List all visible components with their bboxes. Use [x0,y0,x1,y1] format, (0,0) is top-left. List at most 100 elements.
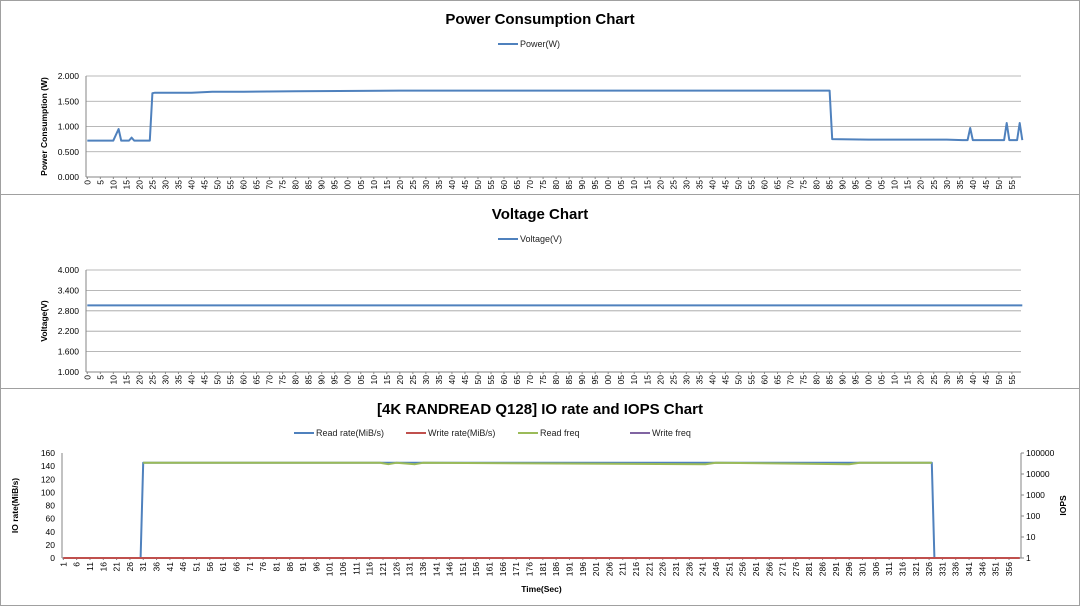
x-tick-label: 15 [903,375,913,385]
x-tick-label: 331 [937,562,947,576]
x-tick-label: 56 [205,562,215,572]
x-tick-label: 50 [213,375,223,385]
x-tick-label: 76 [258,562,268,572]
x-tick-label: 80 [812,180,822,190]
x-tick-label: 25 [408,375,418,385]
x-tick-label: 45 [460,180,470,190]
x-tick-label: 326 [924,562,934,576]
x-tick-label: 45 [981,375,991,385]
x-tick-label: 00 [603,375,613,385]
x-tick-label: 191 [564,562,574,576]
series-line [143,461,932,466]
x-tick-label: 35 [694,375,704,385]
x-tick-label: 05 [616,375,626,385]
x-tick-label: 55 [226,180,236,190]
x-tick-label: 15 [642,375,652,385]
x-tick-label: 20 [655,375,665,385]
x-tick-label: 296 [844,562,854,576]
x-tick-label: 211 [618,562,628,576]
x-tick-label: 96 [311,562,321,572]
x-tick-label: 65 [252,180,262,190]
x-tick-label: 10 [369,375,379,385]
x-tick-label: 00 [343,180,353,190]
x-axis-label: Time(Sec) [521,584,562,594]
legend-label: Write freq [652,428,691,438]
y-tick-label: 120 [41,474,55,484]
legend-label: Power(W) [520,39,560,49]
x-tick-label: 336 [951,562,961,576]
x-tick-label: 05 [616,180,626,190]
y-axis-label: IO rate(MiB/s) [10,478,20,533]
x-tick-label: 11 [85,562,95,571]
x-tick-label: 201 [591,562,601,576]
x-tick-label: 90 [838,375,848,385]
x-tick-label: 291 [831,562,841,576]
x-tick-label: 161 [485,562,495,576]
x-tick-label: 101 [325,562,335,576]
legend-label: Read rate(MiB/s) [316,428,384,438]
x-tick-label: 00 [864,375,874,385]
x-tick-label: 55 [226,375,236,385]
x-tick-label: 50 [473,375,483,385]
x-tick-label: 31 [138,562,148,572]
x-tick-label: 30 [942,375,952,385]
x-tick-label: 85 [304,375,314,385]
x-tick-label: 30 [942,180,952,190]
x-tick-label: 70 [786,180,796,190]
x-tick-label: 231 [671,562,681,576]
x-tick-label: 246 [711,562,721,576]
x-tick-label: 00 [603,180,613,190]
legend-label: Voltage(V) [520,234,562,244]
x-tick-label: 171 [511,562,521,576]
y-tick-label: 2.200 [58,326,80,336]
x-tick-label: 81 [271,562,281,572]
x-tick-label: 90 [317,375,327,385]
x-tick-label: 70 [525,375,535,385]
x-tick-label: 251 [724,562,734,576]
x-tick-label: 55 [1007,180,1017,190]
x-tick-label: 25 [668,375,678,385]
y-tick-label: 2.000 [58,71,80,81]
y2-tick-label: 1000 [1026,490,1045,500]
y-tick-label: 1.000 [58,122,80,132]
x-tick-label: 80 [551,180,561,190]
x-tick-label: 00 [343,375,353,385]
x-tick-label: 30 [421,375,431,385]
x-tick-label: 311 [884,562,894,576]
x-tick-label: 50 [213,180,223,190]
x-tick-label: 75 [799,375,809,385]
x-tick-label: 40 [968,375,978,385]
y-tick-label: 1.600 [58,347,80,357]
x-tick-label: 80 [812,375,822,385]
x-tick-label: 95 [590,180,600,190]
x-tick-label: 75 [538,375,548,385]
x-tick-label: 131 [405,562,415,576]
x-tick-label: 55 [486,180,496,190]
x-tick-label: 51 [192,562,202,572]
x-tick-label: 90 [317,180,327,190]
x-tick-label: 21 [112,562,122,572]
x-tick-label: 10 [629,375,639,385]
y-tick-label: 160 [41,448,55,458]
x-tick-label: 0 [82,180,92,185]
x-tick-label: 75 [278,180,288,190]
x-tick-label: 35 [173,375,183,385]
x-tick-label: 70 [265,180,275,190]
x-tick-label: 05 [877,180,887,190]
x-tick-label: 156 [471,562,481,576]
y-axis-label: Voltage(V) [39,300,49,342]
x-tick-label: 301 [857,562,867,576]
x-tick-label: 95 [330,180,340,190]
x-tick-label: 10 [629,180,639,190]
x-tick-label: 60 [239,375,249,385]
x-tick-label: 126 [391,562,401,576]
x-tick-label: 10 [369,180,379,190]
chart-title: [4K RANDREAD Q128] IO rate and IOPS Char… [377,401,703,418]
x-tick-label: 241 [698,562,708,576]
x-tick-label: 15 [642,180,652,190]
x-tick-label: 186 [551,562,561,576]
x-tick-label: 80 [291,180,301,190]
x-tick-label: 106 [338,562,348,576]
x-tick-label: 30 [681,375,691,385]
x-tick-label: 356 [1004,562,1014,576]
